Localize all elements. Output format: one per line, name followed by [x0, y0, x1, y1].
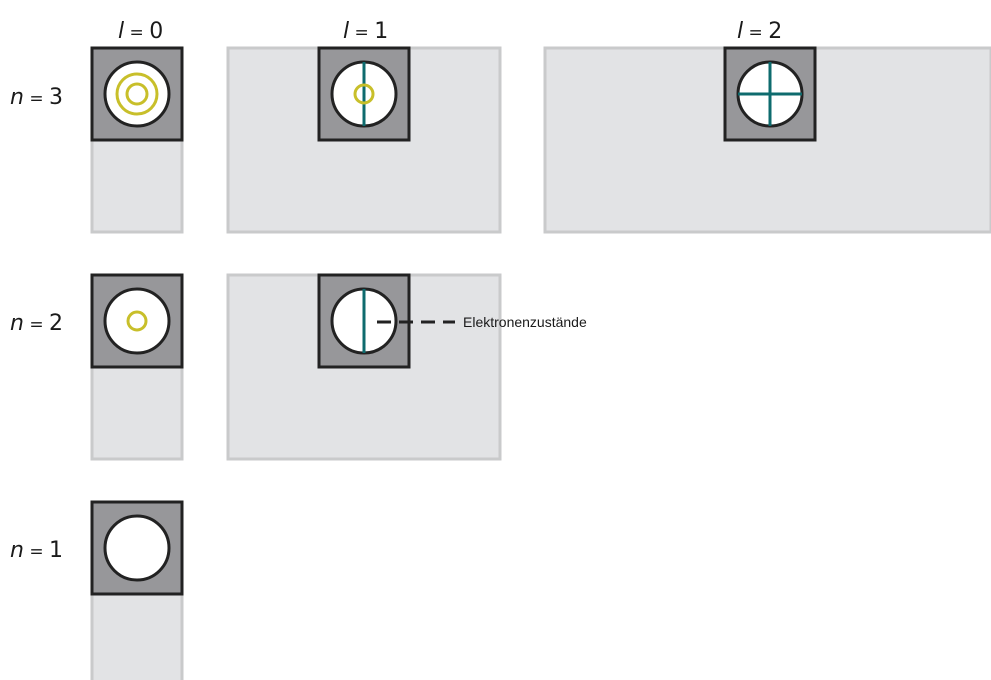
orbital-circle — [103, 514, 171, 582]
column-header-l1: l = 1 — [343, 19, 388, 44]
annotation-label: Elektronenzustände — [463, 314, 587, 330]
svg-text:l = 0: l = 0 — [118, 19, 163, 44]
orbital-tile-3s — [90, 46, 184, 142]
orbital-circle — [103, 287, 171, 355]
column-header-l2: l = 2 — [737, 19, 782, 44]
radial-node-ring — [126, 310, 148, 332]
svg-text:n = 1: n = 1 — [10, 538, 63, 563]
column-header-l0: l = 0 — [118, 19, 163, 44]
orbital-tile-2p — [317, 273, 411, 369]
annotation-electron-states: Elektronenzustände — [377, 314, 587, 330]
column-header-var: l — [118, 19, 124, 44]
orbital-tile-1s — [90, 500, 184, 596]
orbital-circle — [103, 60, 171, 128]
row-label-n2: n = 2 — [10, 311, 63, 336]
svg-text:l = 2: l = 2 — [737, 19, 782, 44]
svg-text:n = 3: n = 3 — [10, 85, 63, 110]
radial-node-ring — [353, 83, 375, 105]
orbital-tile-3d — [723, 46, 817, 142]
row-label-n1: n = 1 — [10, 538, 63, 563]
row-label-n3: n = 3 — [10, 85, 63, 110]
orbital-tile-2s — [90, 273, 184, 369]
orbital-tile-3p — [317, 46, 411, 142]
radial-node-ring — [125, 82, 149, 106]
radial-node-ring — [115, 72, 159, 116]
svg-text:l = 1: l = 1 — [343, 19, 388, 44]
svg-text:n = 2: n = 2 — [10, 311, 63, 336]
